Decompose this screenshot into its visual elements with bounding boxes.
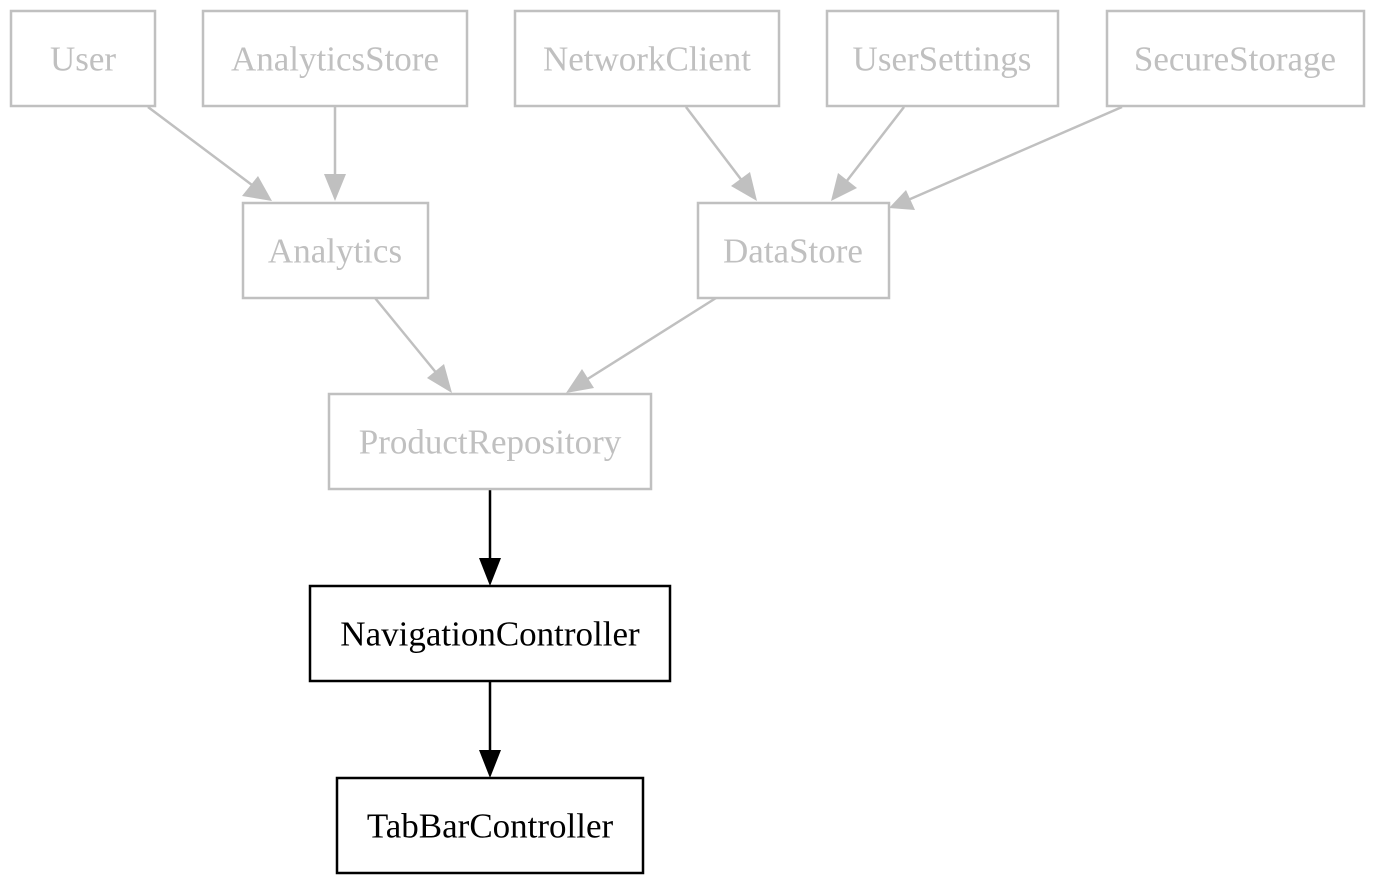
node-securestorage-label: SecureStorage	[1134, 40, 1336, 79]
node-usersettings-label: UserSettings	[853, 40, 1032, 79]
edge-datastore-to-productrepository-arrowhead	[566, 369, 594, 393]
edge-analyticsstore-to-analytics-arrowhead	[324, 174, 346, 201]
nodes: User AnalyticsStore NetworkClient UserSe…	[9, 9, 1366, 875]
edge-securestorage-to-datastore	[907, 105, 1123, 202]
node-navigationcontroller[interactable]: NavigationController	[308, 584, 672, 683]
edge-networkclient-to-datastore	[685, 106, 744, 183]
node-productrepository-label: ProductRepository	[359, 423, 622, 462]
node-networkclient-label: NetworkClient	[543, 40, 751, 79]
node-navigationcontroller-label: NavigationController	[340, 615, 640, 654]
node-analytics[interactable]: Analytics	[241, 201, 430, 300]
edge-securestorage-to-datastore-arrowhead	[889, 190, 915, 210]
edge-user-to-analytics-arrowhead	[242, 176, 272, 201]
node-tabbarcontroller-label: TabBarController	[367, 807, 614, 846]
node-user[interactable]: User	[9, 9, 157, 108]
edges	[147, 105, 1123, 778]
edge-usersettings-to-datastore-arrowhead	[831, 173, 857, 201]
node-productrepository[interactable]: ProductRepository	[327, 392, 653, 491]
edge-analytics-to-productrepository-arrowhead	[427, 364, 452, 393]
node-usersettings[interactable]: UserSettings	[825, 9, 1060, 108]
node-analyticsstore[interactable]: AnalyticsStore	[201, 9, 469, 108]
node-analytics-label: Analytics	[268, 232, 402, 271]
node-datastore-label: DataStore	[723, 232, 863, 271]
edge-navigationcontroller-to-tabbarcontroller-arrowhead	[479, 750, 501, 778]
node-networkclient[interactable]: NetworkClient	[513, 9, 781, 108]
edge-productrepository-to-navigationcontroller-arrowhead	[479, 558, 501, 586]
node-securestorage[interactable]: SecureStorage	[1105, 9, 1366, 108]
edge-usersettings-to-datastore	[845, 106, 905, 183]
edge-networkclient-to-datastore-arrowhead	[731, 172, 757, 201]
edge-user-to-analytics	[147, 106, 253, 186]
edge-datastore-to-productrepository	[585, 296, 717, 382]
node-analyticsstore-label: AnalyticsStore	[231, 40, 439, 79]
node-user-label: User	[50, 40, 116, 79]
node-datastore[interactable]: DataStore	[696, 201, 891, 300]
node-tabbarcontroller[interactable]: TabBarController	[335, 776, 645, 875]
edge-analytics-to-productrepository	[374, 297, 439, 376]
